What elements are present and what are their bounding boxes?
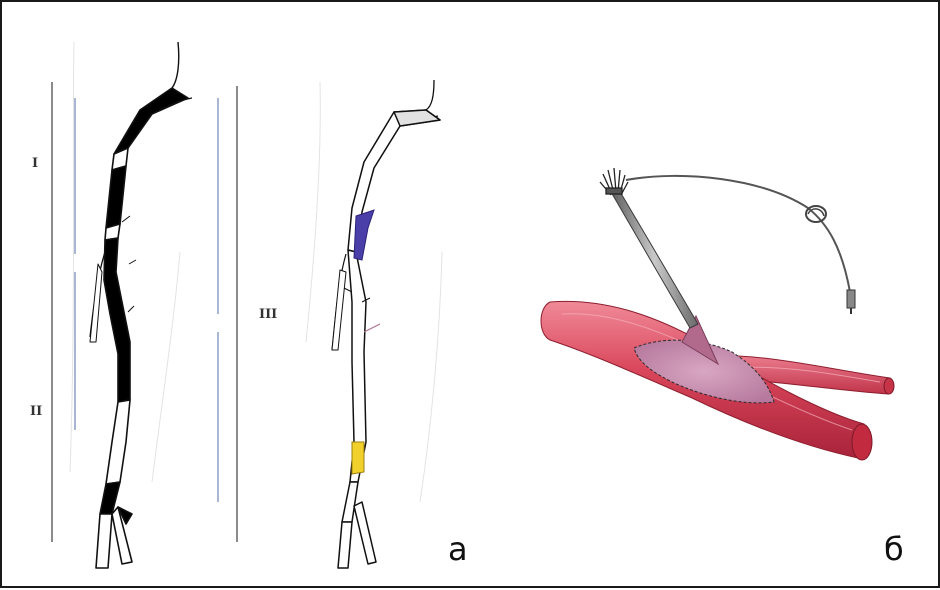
segment-label-one: I (32, 156, 38, 171)
segment-label-three: III (259, 307, 277, 322)
distal-occlusion-mark (352, 442, 364, 474)
stripping-catheter-icon (600, 168, 855, 328)
vessel-recanalized (332, 80, 440, 568)
proximal-occlusion-mark (354, 210, 374, 260)
panel-label-a: а (448, 530, 468, 568)
segment-label-two: II (30, 404, 42, 419)
brush-tip-icon (600, 168, 628, 195)
artery-illustration (541, 301, 894, 460)
panel-label-b: б (884, 530, 904, 568)
branch-end-cap (884, 378, 894, 394)
vessel-occluded (90, 42, 192, 568)
artery-end-cap (852, 424, 872, 460)
scale-lines-left (52, 82, 237, 542)
wire-connector (847, 290, 855, 308)
